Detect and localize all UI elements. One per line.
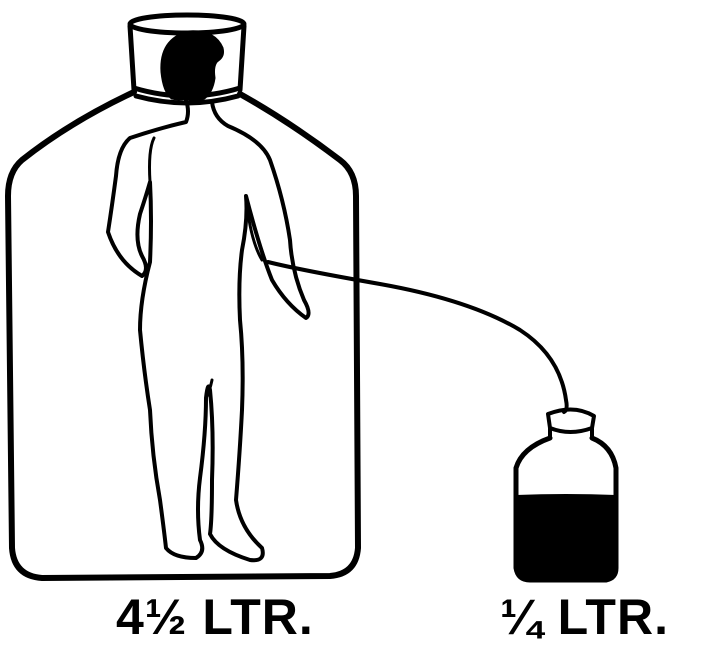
small-bottle-cap (548, 409, 594, 432)
connecting-tube (268, 262, 567, 412)
small-bottle (516, 409, 616, 580)
small-bottle-volume-label: ¼ LTR. (500, 588, 669, 646)
figure-left-arm-line (150, 138, 155, 182)
large-bottle-volume-label: 4½ LTR. (116, 588, 314, 646)
figure-head (162, 32, 223, 100)
large-bottle-body (8, 92, 358, 578)
large-bottle-rim (130, 15, 244, 33)
figure-outline (108, 100, 309, 560)
small-bottle-liquid (516, 495, 616, 580)
human-figure (108, 32, 309, 560)
